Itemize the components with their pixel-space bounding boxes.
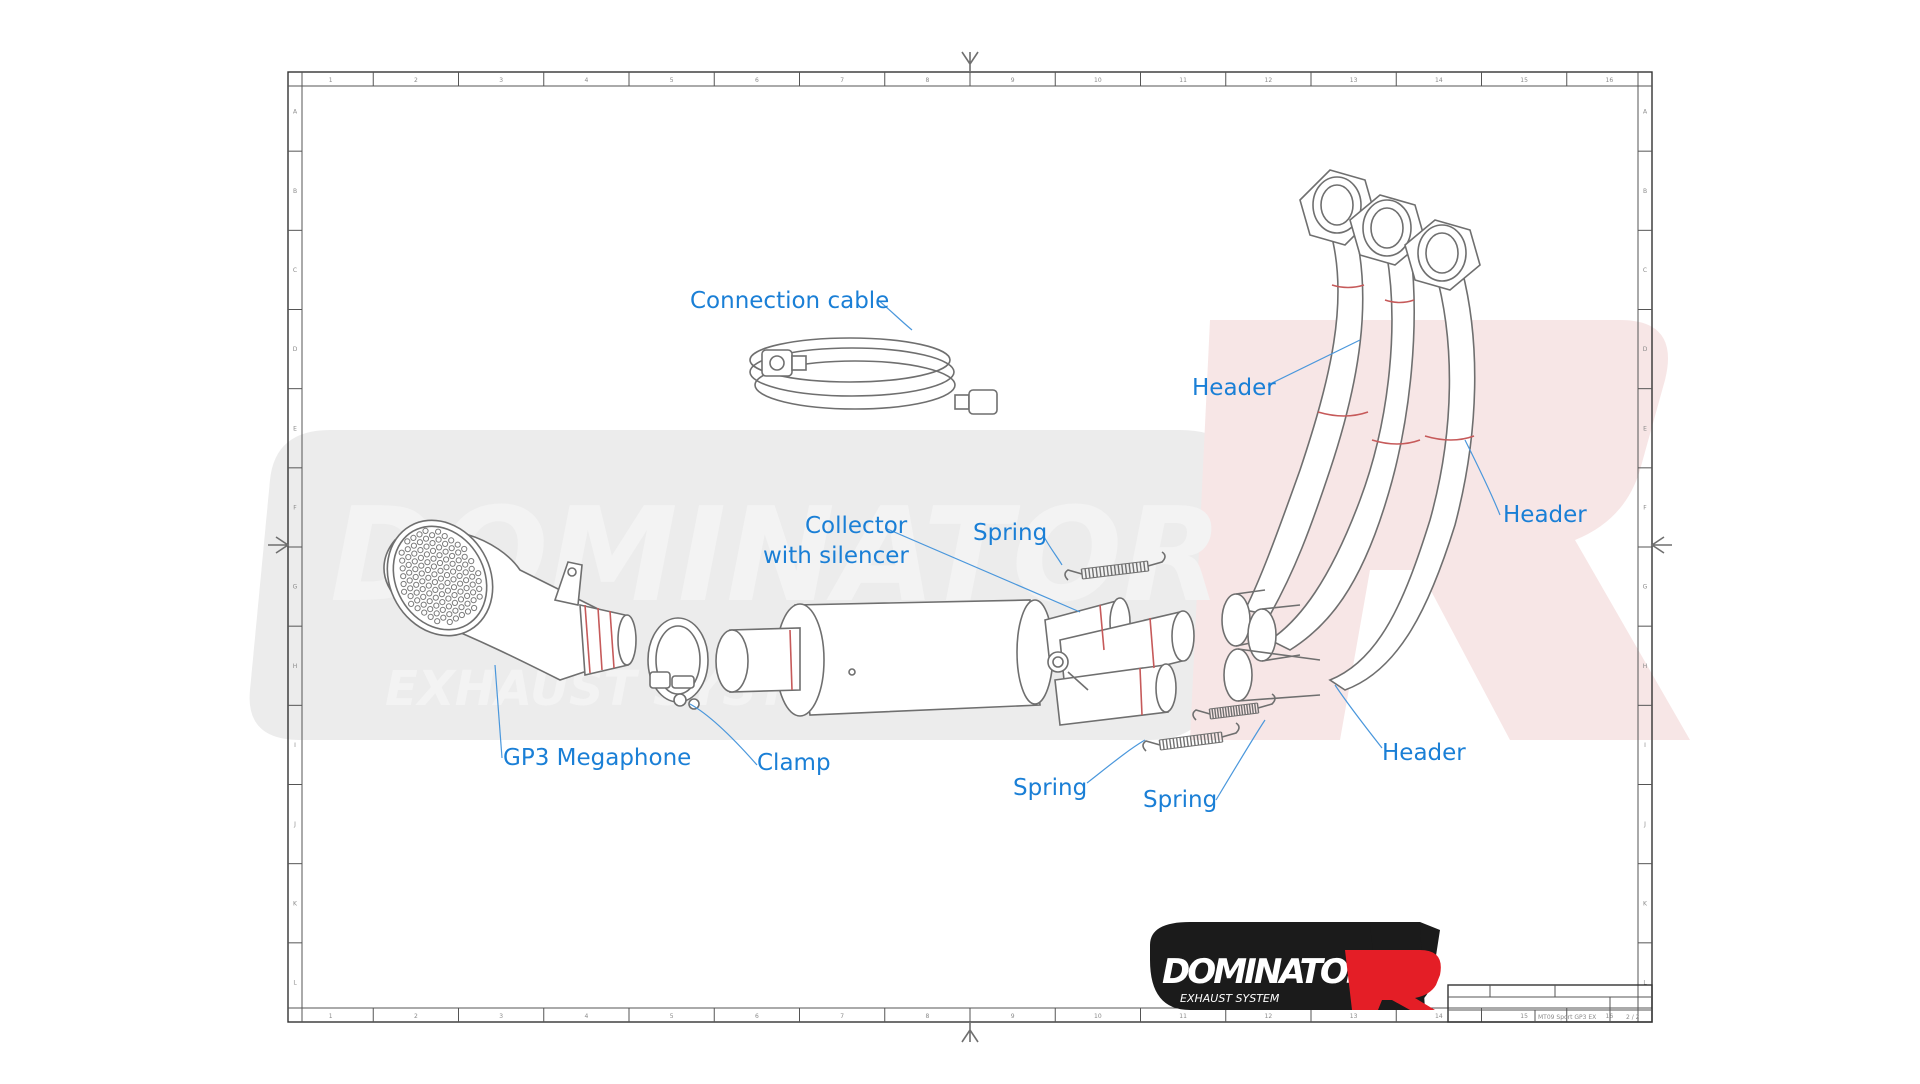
frame-row-letter: B [1643,188,1647,195]
frame-col-number: 5 [670,1013,674,1020]
frame-col-number: 16 [1606,77,1614,84]
label-spring-right: Spring [1143,787,1217,813]
frame-row-letter: B [293,188,297,195]
frame-row-letter: L [293,979,297,986]
label-collector-line1: Collector [805,513,908,539]
frame-col-number: 8 [925,77,929,84]
header-pipes-part [1221,169,1481,702]
frame-col-number: 12 [1265,77,1273,84]
frame-row-letter: C [293,267,297,274]
connector-plug-icon [761,349,807,377]
frame-row-letter: K [293,900,298,907]
megaphone-mesh [398,527,483,626]
frame-col-number: 15 [1520,77,1528,84]
frame-row-letter: H [293,663,298,670]
center-arrow-icon [961,51,979,72]
frame-row-letter: I [294,742,296,749]
frame-row-letter: D [1643,346,1648,353]
frame-row-letter: F [293,504,297,511]
frame-row-letter: K [1643,900,1648,907]
frame-col-number: 6 [755,77,759,84]
spring-icon [1064,551,1166,581]
frame-col-number: 3 [499,77,503,84]
label-connection-cable: Connection cable [690,288,889,314]
frame-col-number: 14 [1435,77,1443,84]
title-block-sheet: 2 / 2 [1626,1014,1640,1021]
logo-tagline: EXHAUST SYSTEM [1180,992,1280,1005]
frame-row-letter: H [1643,663,1648,670]
frame-col-number: 2 [414,1013,418,1020]
frame-row-letter: G [1643,584,1648,591]
frame-row-letter: C [1643,267,1647,274]
dominator-logo: DOMINATOR EXHAUST SYSTEM [1150,922,1441,1010]
frame-row-letter: E [1643,425,1647,432]
leader-lines [494,299,1501,801]
frame-col-number: 1 [329,1013,333,1020]
spring-icon [1192,693,1276,721]
frame-row-letter: G [293,584,298,591]
label-clamp: Clamp [757,750,831,776]
center-arrow-icon [268,536,290,554]
spring-icon [1142,722,1240,752]
gp3-megaphone-part [383,519,637,681]
header-flange-3 [1404,219,1481,291]
frame-col-number: 10 [1094,77,1102,84]
logo-brand: DOMINATOR [1162,952,1372,992]
frame-row-letter: J [1643,821,1646,828]
connection-cable-part [749,337,998,415]
frame-col-number: 9 [1011,77,1015,84]
frame-col-number: 15 [1520,1013,1528,1020]
frame-col-number: 5 [670,77,674,84]
frame-row-letter: A [1643,109,1648,116]
frame-col-number: 16 [1606,1013,1614,1020]
label-spring-top: Spring [973,520,1047,546]
frame-col-number: 6 [755,1013,759,1020]
title-block-drawing-name: MT09 Sport GP3 EX [1538,1014,1596,1021]
frame-row-letter: L [1643,979,1647,986]
center-arrow-icon [961,1022,979,1043]
frame-col-number: 13 [1350,1013,1358,1020]
frame-col-number: 8 [925,1013,929,1020]
frame-col-number: 7 [840,77,844,84]
frame-col-number: 10 [1094,1013,1102,1020]
frame-col-number: 14 [1435,1013,1443,1020]
frame-col-number: 4 [584,77,588,84]
label-collector-line2: with silencer [763,543,909,569]
label-spring-left: Spring [1013,775,1087,801]
label-gp3-megaphone: GP3 Megaphone [503,745,691,771]
frame-row-letter: J [293,821,296,828]
frame-col-number: 9 [1011,1013,1015,1020]
clamp-part [647,617,709,710]
frame-row-letter: D [293,346,298,353]
frame-col-number: 12 [1265,1013,1273,1020]
center-arrow-icon [1650,536,1672,554]
frame-col-number: 1 [329,77,333,84]
frame-col-number: 13 [1350,77,1358,84]
connector-plug-icon [954,389,998,415]
frame-col-number: 11 [1179,1013,1187,1020]
frame-col-number: 4 [584,1013,588,1020]
frame-col-number: 3 [499,1013,503,1020]
frame-col-number: 7 [840,1013,844,1020]
frame-col-number: 11 [1179,77,1187,84]
collector-silencer-part [715,597,1195,726]
frame-row-letter: A [293,109,298,116]
frame-row-letter: F [1643,504,1647,511]
title-block: MT09 Sport GP3 EX 2 / 2 [1447,984,1653,1023]
frame-col-number: 2 [414,77,418,84]
label-header-right: Header [1503,502,1587,528]
frame-row-letter: E [293,425,297,432]
frame-row-letter: I [1644,742,1646,749]
callout-labels: Connection cable Header Header Header Co… [503,288,1587,813]
label-header-bottom: Header [1382,740,1466,766]
label-header-top: Header [1192,375,1276,401]
